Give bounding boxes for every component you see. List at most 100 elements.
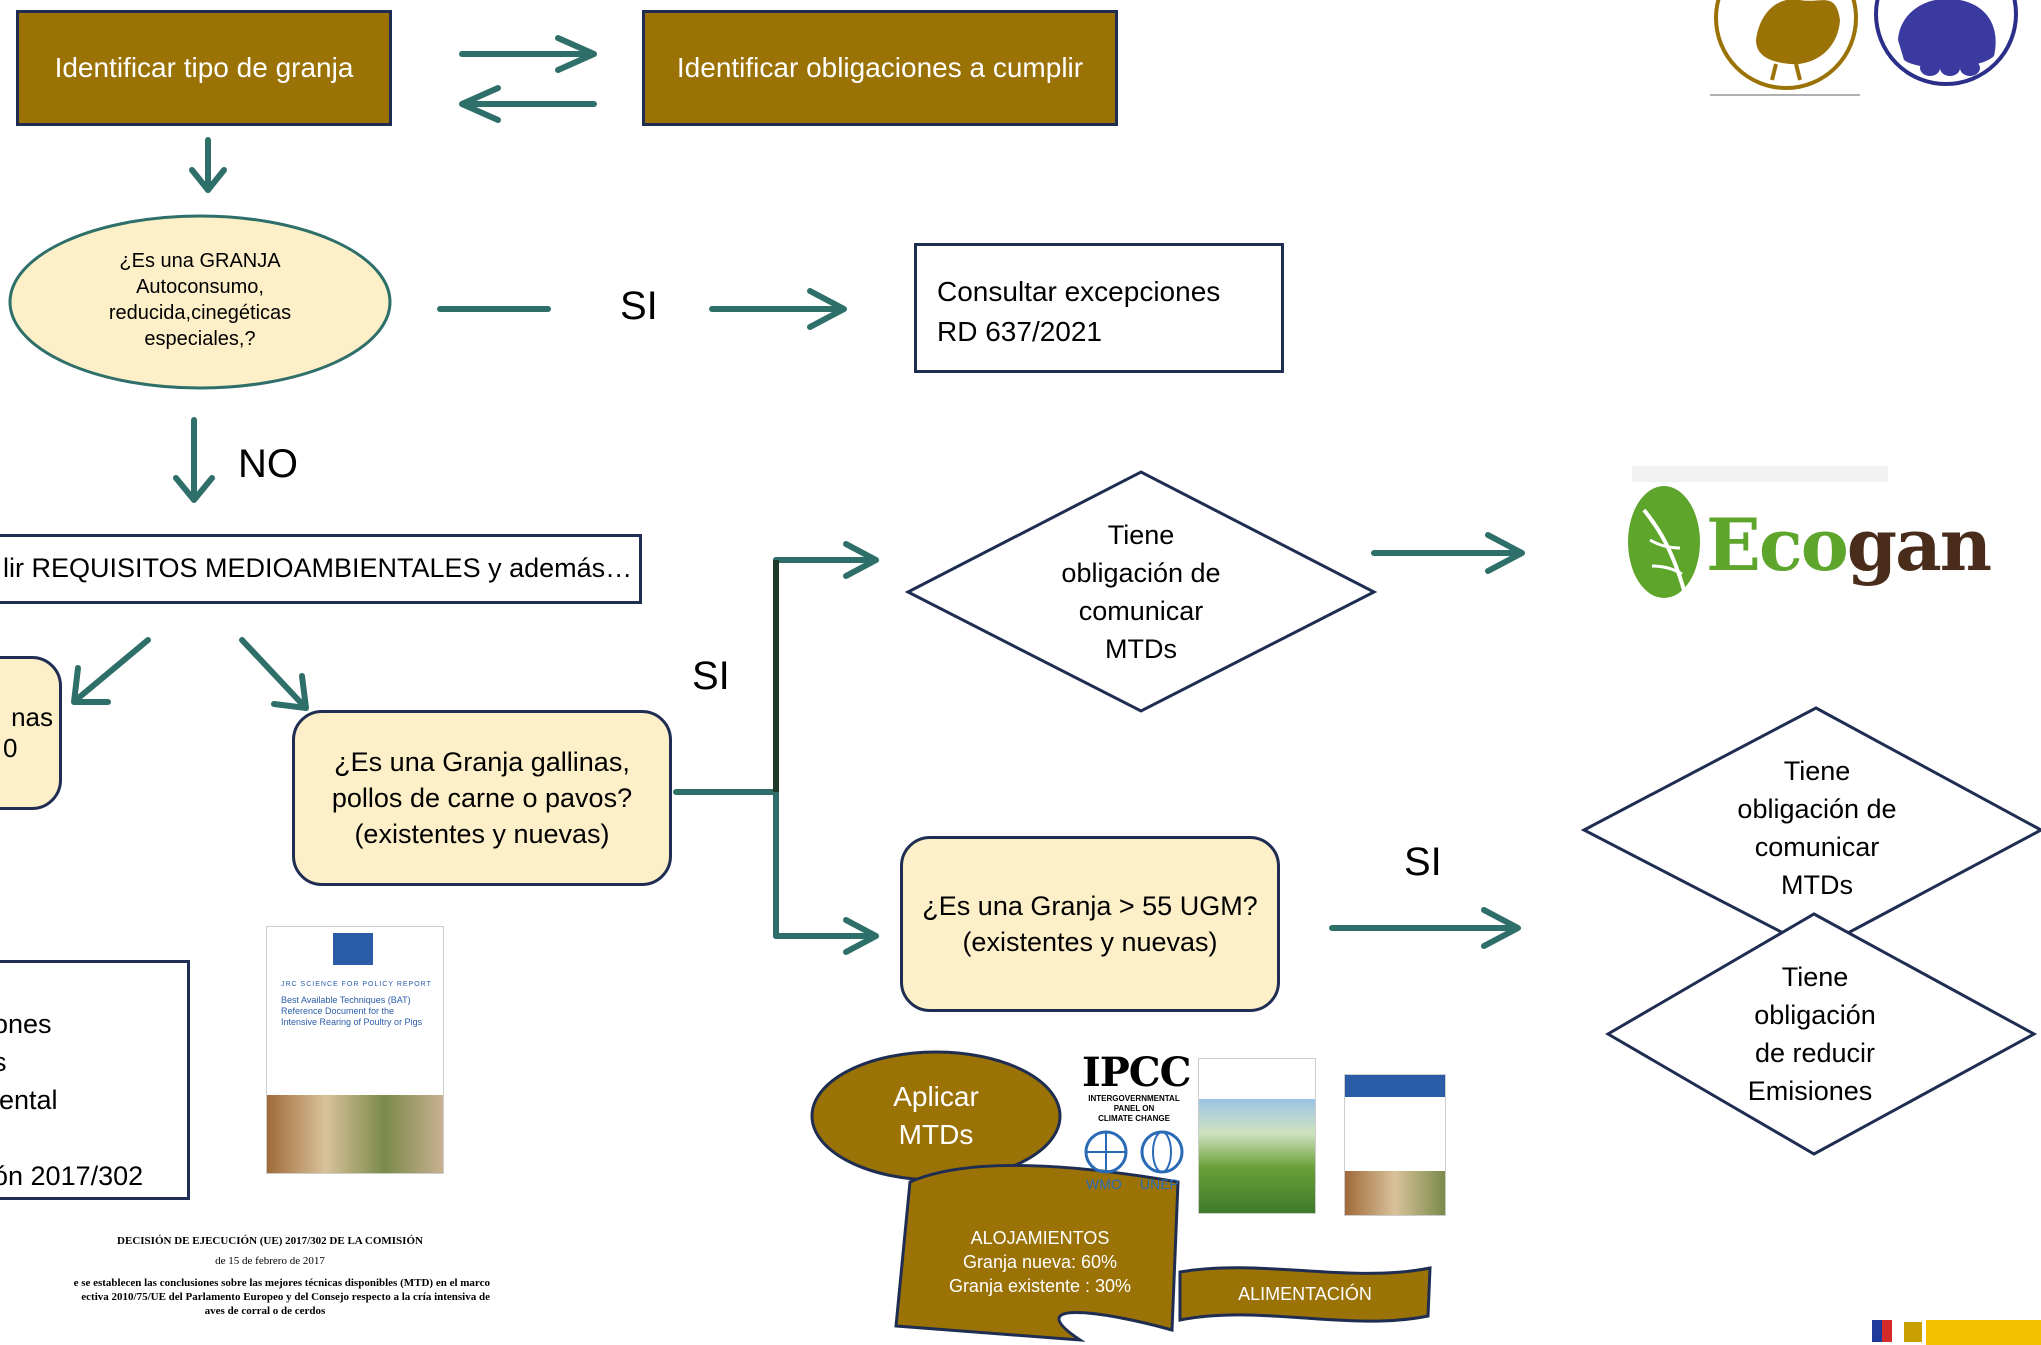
- rooster-logo: [1710, 0, 1860, 96]
- decision-date: de 15 de febrero de 2017: [215, 1255, 325, 1267]
- diamond2-line-4: MTDs: [1781, 870, 1853, 900]
- diamond2-line-2: obligación de: [1737, 794, 1897, 824]
- diamond1-line-1: Tiene: [1107, 520, 1175, 550]
- ellipse-line-2: Autoconsumo,: [136, 276, 264, 298]
- gobierno-logo: [1872, 1320, 2041, 1345]
- arrow-down-no: [173, 417, 215, 503]
- alojamientos-banner: [894, 1164, 1180, 1342]
- framework-code-thumbnail: [1198, 1058, 1316, 1214]
- eu-header-band: [1345, 1075, 1445, 1097]
- arrow-right-top: [459, 35, 597, 73]
- bat-title-line-3: Intensive Rearing of Poultry or Pigs: [281, 1017, 423, 1027]
- arrow-to-diamonds: [1329, 907, 1521, 949]
- aplicar-line-1: Aplicar: [893, 1081, 979, 1112]
- diamond-comunicar-2-text: Tiene obligación de comunicar MTDs: [1692, 752, 1942, 904]
- left-cut-line-2: 0: [3, 733, 18, 763]
- cumplir-requisitos-box: lir REQUISITOS MEDIOAMBIENTALES y además…: [0, 534, 642, 604]
- left-cut-box: nas 0: [0, 656, 62, 810]
- diamond-comunicar-1-text: Tiene obligación de comunicar MTDs: [1016, 516, 1266, 668]
- decision-body-3: aves de corral o de cerdos: [204, 1305, 326, 1317]
- granja-ugm-box: ¿Es una Granja > 55 UGM? (existentes y n…: [900, 836, 1280, 1012]
- diamond-reducir: [1605, 912, 2038, 1156]
- gallinas-line-2: pollos de carne o pavos?: [331, 783, 633, 813]
- diamond3-line-2: obligación: [1754, 1000, 1876, 1030]
- unep-label: UNEP: [1140, 1176, 1179, 1192]
- si-label-2: SI: [692, 654, 730, 698]
- diamond2-line-1: Tiene: [1783, 756, 1851, 786]
- diamond1-line-3: comunicar: [1078, 596, 1204, 626]
- bat-series: JRC SCIENCE FOR POLICY REPORT: [281, 981, 432, 988]
- identificar-tipo-label: Identificar tipo de granja: [54, 52, 354, 83]
- diamond-comunicar-1: [904, 470, 1378, 713]
- ipcc-logo: IPCC INTERGOVERNMENTAL PANEL ON CLIMATE …: [1082, 1052, 1191, 1124]
- ellipse-line-3: reducida,cinegéticas: [108, 302, 292, 324]
- gallinas-line-1: ¿Es una Granja gallinas,: [334, 747, 630, 777]
- ecogan-eco: Eco: [1706, 502, 1849, 587]
- decision-body-2: ectiva 2010/75/UE del Parlamento Europeo…: [81, 1291, 490, 1303]
- left-list-line-4: ón 2017/302: [0, 1161, 144, 1191]
- ecogan-leaf-icon: [1628, 466, 1888, 598]
- alojamientos-text: ALOJAMIENTOS Granja nueva: 60% Granja ex…: [900, 1226, 1180, 1298]
- arrow-down-1: [189, 137, 227, 193]
- granja-ellipse: [8, 214, 392, 390]
- granja-gallinas-box: ¿Es una Granja gallinas, pollos de carne…: [292, 710, 672, 886]
- gallinas-line-3: (existentes y nuevas): [354, 819, 610, 849]
- eu-flag-icon: [333, 933, 373, 965]
- identificar-tipo-box: Identificar tipo de granja: [16, 10, 392, 126]
- arrow-left-top: [459, 85, 597, 123]
- arrow-branch-down: [773, 917, 879, 955]
- landscape-photo: [1199, 1099, 1315, 1213]
- alojamientos-line-1: ALOJAMIENTOS: [970, 1228, 1110, 1248]
- diamond1-line-2: obligación de: [1061, 558, 1221, 588]
- left-cut-line-1: nas: [11, 702, 53, 732]
- arrow-diag-left: [71, 637, 151, 705]
- identificar-obligaciones-box: Identificar obligaciones a cumplir: [642, 10, 1118, 126]
- diamond3-line-4: Emisiones: [1747, 1076, 1873, 1106]
- wmo-label: WMO: [1086, 1176, 1122, 1192]
- identificar-obligaciones-label: Identificar obligaciones a cumplir: [676, 52, 1084, 83]
- arrow-to-ecogan: [1371, 532, 1525, 574]
- diamond1-line-4: MTDs: [1105, 634, 1177, 664]
- si-label-3: SI: [1404, 840, 1442, 884]
- si-label-1: SI: [620, 284, 658, 328]
- ipcc-sub-2: PANEL ON: [1113, 1104, 1155, 1113]
- aplicar-line-2: MTDs: [898, 1119, 974, 1150]
- ipcc-sub-3: CLIMATE CHANGE: [1098, 1114, 1170, 1123]
- cumplir-requisitos-label: lir REQUISITOS MEDIOAMBIENTALES y además…: [3, 553, 633, 583]
- consultar-line-2: RD 637/2021: [937, 316, 1103, 347]
- ecogan-gan: gan: [1846, 502, 1992, 587]
- bat-title-line-1: Best Available Techniques (BAT): [281, 995, 411, 1005]
- ecogan-logo: Ecogan: [1706, 502, 1992, 587]
- diamond3-line-3: de reducir: [1754, 1038, 1876, 1068]
- bat2-photo-strip: [1345, 1171, 1445, 1215]
- left-list-line-2: s: [0, 1043, 187, 1081]
- unep-emblem-icon: [1140, 1130, 1184, 1174]
- left-list-line-3: iental: [0, 1085, 58, 1115]
- alojamientos-line-2: Granja nueva: 60%: [962, 1252, 1118, 1272]
- bat-title: Best Available Techniques (BAT) Referenc…: [281, 995, 422, 1028]
- alojamientos-line-3: Granja existente : 30%: [948, 1276, 1132, 1296]
- ugm-line-2: (existentes y nuevas): [962, 927, 1218, 957]
- granja-ellipse-text: ¿Es una GRANJA Autoconsumo, reducida,cin…: [60, 248, 340, 352]
- bat-title-line-2: Reference Document for the: [281, 1006, 395, 1016]
- decision-excerpt: DECISIÓN DE EJECUCIÓN (UE) 2017/302 DE L…: [0, 1234, 490, 1318]
- hen-logo: [1874, 0, 2018, 86]
- left-list-box: ones s iental ón 2017/302: [0, 960, 190, 1200]
- consultar-excepciones-box: Consultar excepciones RD 637/2021: [914, 243, 1284, 373]
- no-label: NO: [238, 442, 298, 486]
- diamond-reducir-text: Tiene obligación de reducir Emisiones: [1690, 958, 1940, 1110]
- ellipse-line-1: ¿Es una GRANJA: [119, 250, 281, 272]
- diamond2-line-3: comunicar: [1754, 832, 1880, 862]
- bat-photo-strip: [267, 1095, 443, 1173]
- decision-body-1: e se establecen las conclusiones sobre l…: [73, 1277, 490, 1289]
- aplicar-mtds-text: Aplicar MTDs: [836, 1078, 1036, 1154]
- consultar-line-1: Consultar excepciones: [937, 276, 1221, 307]
- arrow-branch-up: [773, 541, 879, 579]
- bat-document-thumbnail-2: [1344, 1074, 1446, 1216]
- diamond3-line-1: Tiene: [1781, 962, 1849, 992]
- arrow-diag-right: [239, 637, 309, 711]
- ellipse-line-4: especiales,?: [144, 328, 256, 350]
- left-list-line-1: ones: [0, 1009, 52, 1039]
- bat-document-thumbnail: JRC SCIENCE FOR POLICY REPORT Best Avail…: [266, 926, 444, 1174]
